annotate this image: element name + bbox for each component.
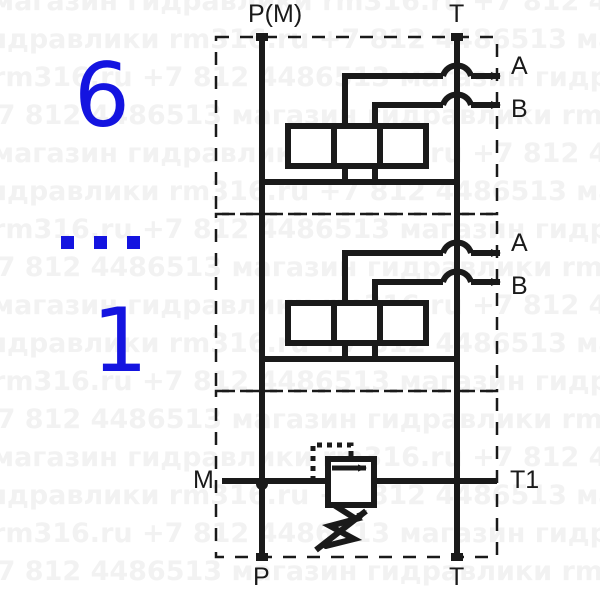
section-2-port-b-line bbox=[372, 268, 501, 303]
section-1-port-a-line bbox=[342, 62, 501, 126]
spool-box-center bbox=[331, 300, 383, 346]
label-port-a-1: A bbox=[511, 52, 528, 80]
main-rails bbox=[259, 36, 460, 558]
section-3-boundary bbox=[214, 389, 499, 559]
label-port-b-1: B bbox=[511, 95, 528, 123]
ellipsis-dot bbox=[94, 236, 107, 249]
section-1-b-crossover-arc bbox=[440, 91, 474, 107]
junction-dot-p bbox=[256, 478, 268, 490]
relief-pilot-line bbox=[310, 442, 354, 481]
spool-box-left bbox=[285, 300, 337, 346]
annotation-ellipsis-dots bbox=[61, 236, 140, 249]
label-port-t1: T1 bbox=[510, 466, 540, 494]
section-2-port-a-line bbox=[342, 239, 501, 303]
spool-box-right bbox=[377, 123, 429, 169]
section-2-b-crossover-arc bbox=[440, 268, 474, 284]
valve-section-1[interactable] bbox=[262, 62, 501, 185]
section-1-a-crossover-arc bbox=[440, 62, 474, 78]
label-port-a-2: A bbox=[511, 229, 528, 257]
spool-box-right bbox=[377, 300, 429, 346]
valve-section-2[interactable] bbox=[262, 239, 501, 362]
section-2-boundary bbox=[214, 212, 499, 393]
spool-box-left bbox=[285, 123, 337, 169]
label-port-t-bottom: T bbox=[449, 563, 465, 591]
p-bottom-terminal bbox=[256, 553, 268, 561]
ellipsis-dot bbox=[61, 236, 74, 249]
rail-terminations bbox=[256, 33, 463, 561]
annotation-section-count: 6 bbox=[74, 44, 130, 147]
section-2-spool[interactable] bbox=[285, 300, 429, 346]
label-port-b-2: B bbox=[511, 272, 528, 300]
p-top-terminal bbox=[256, 33, 268, 41]
relief-spring bbox=[321, 502, 364, 549]
t-top-terminal bbox=[451, 33, 463, 41]
annotation-section-index: 1 bbox=[92, 289, 148, 392]
label-port-p-m: P(M) bbox=[248, 0, 303, 28]
t-bottom-terminal bbox=[451, 553, 463, 561]
section-1-spool[interactable] bbox=[285, 123, 429, 169]
relief-valve-section[interactable] bbox=[222, 442, 497, 553]
spool-box-center bbox=[331, 123, 383, 169]
section-1-boundary bbox=[214, 35, 499, 216]
relief-adjust-arrow[interactable] bbox=[314, 508, 368, 553]
section-boundaries bbox=[214, 35, 499, 559]
label-port-t-top: T bbox=[449, 0, 465, 28]
section-2-a-crossover-arc bbox=[440, 239, 474, 255]
section-1-port-b-line bbox=[372, 91, 501, 126]
ellipsis-dot bbox=[127, 236, 140, 249]
label-port-m: M bbox=[193, 466, 214, 494]
label-port-p-bottom: P bbox=[253, 563, 270, 591]
